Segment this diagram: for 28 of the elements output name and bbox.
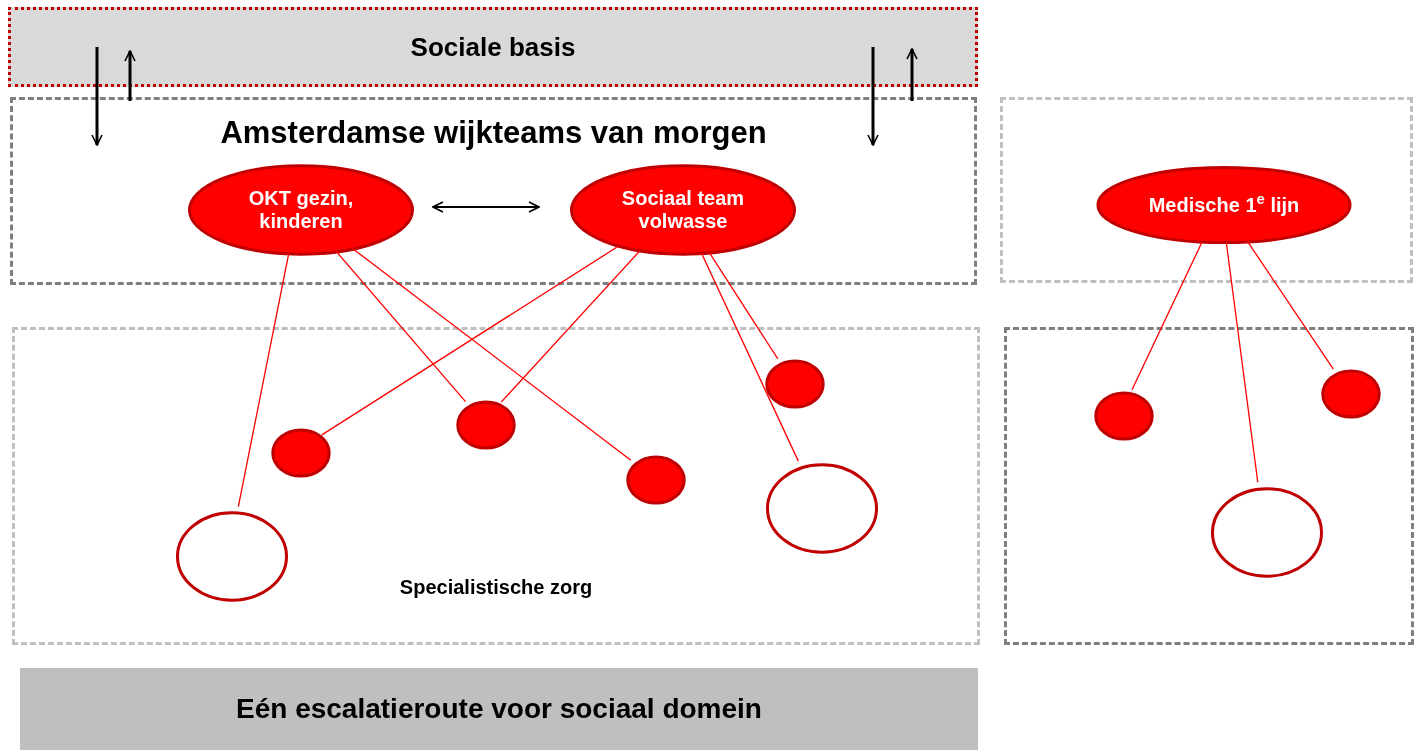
empty-group-box [1000,97,1413,283]
ellipse-label: Medische 1$^{e}$ lijn [1148,193,1300,217]
ellipse-label: Sociaal team volwasse [620,187,746,233]
arrow [906,48,918,101]
band-box [8,7,978,87]
arrow [124,50,136,101]
group-box [12,327,980,645]
arrow [867,47,879,146]
connector-line [708,251,779,360]
connector-line [237,253,290,508]
connector-line [335,250,467,403]
connector-line [321,245,619,436]
connector-line [1246,240,1334,370]
ellipse-label: OKT gezin, kinderen [247,187,355,233]
connector-line [351,247,632,461]
connector-line [500,250,641,403]
connector-line [1225,241,1259,483]
connector-line [1131,240,1203,391]
group-title: Amsterdamse wijkteams van morgen [220,115,767,150]
bar-box [20,668,978,750]
box-label: Eén escalatieroute voor sociaal domein [236,692,762,726]
arrow [91,47,103,146]
box-label: Sociale basis [410,30,576,64]
empty-group-box [1004,327,1414,645]
group-box [10,97,977,285]
arrow [432,201,540,213]
box-label: Specialistische zorg [399,576,593,598]
connector-line [700,252,799,462]
